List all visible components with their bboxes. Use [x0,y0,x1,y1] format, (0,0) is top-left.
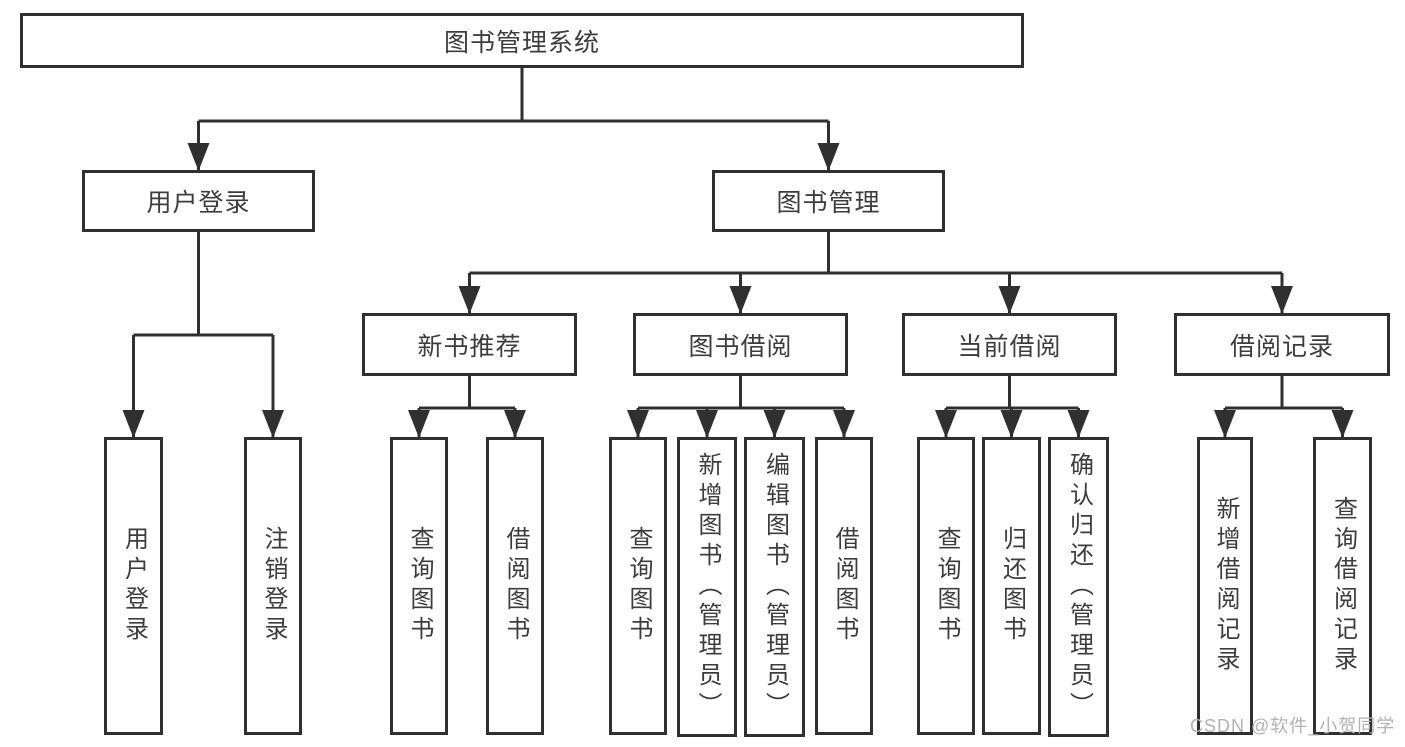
node-label: 新增借阅记录 [1212,496,1239,676]
node-label: 确认归还（管理员） [1065,452,1093,722]
node-label: 用户登录 [120,526,148,646]
leaf-newbook-query-books: 查询图书 [390,437,448,735]
node-label: 新书推荐 [417,332,522,361]
node-label: 查询图书 [933,526,960,646]
leaf-user-login: 用户登录 [104,437,163,735]
node-label: 图书借阅 [688,332,793,361]
node-label: 用户登录 [146,189,251,217]
leaf-current-confirm-return-admin: 确认归还（管理员） [1048,437,1109,737]
node-label: 图书管理 [776,189,881,217]
node-label: 查询图书 [625,526,652,646]
node-label: 借阅图书 [502,526,529,646]
node-label: 新增图书（管理员） [694,452,721,722]
node-label: 编辑图书（管理员） [761,452,789,722]
node-label: 查询借阅记录 [1329,496,1357,676]
node-user-login: 用户登录 [82,170,315,232]
node-label: 当前借阅 [957,332,1062,361]
node-current-borrow: 当前借阅 [902,313,1117,376]
node-borrow-records: 借阅记录 [1174,313,1390,376]
node-label: 借阅记录 [1229,332,1334,361]
leaf-current-query-books: 查询图书 [917,437,975,735]
leaf-borrow-edit-books-admin: 编辑图书（管理员） [744,437,805,737]
leaf-records-query-record: 查询借阅记录 [1313,437,1372,735]
leaf-borrow-query-books: 查询图书 [609,437,667,735]
leaf-borrow-borrow-books: 借阅图书 [815,437,873,735]
node-label: 图书管理系统 [443,28,600,57]
node-new-book-recommend: 新书推荐 [362,313,577,376]
node-label: 归还图书 [998,526,1026,646]
node-book-borrow: 图书借阅 [633,313,848,376]
node-book-management: 图书管理 [712,170,945,232]
watermark: CSDN @软件_小贺同学 [1190,716,1396,736]
leaf-newbook-borrow-books: 借阅图书 [486,437,544,735]
leaf-records-add-record: 新增借阅记录 [1197,437,1253,735]
node-label: 查询图书 [406,526,433,646]
leaf-current-return-books: 归还图书 [982,437,1041,735]
leaf-logout: 注销登录 [244,437,302,735]
node-label: 借阅图书 [831,526,858,646]
leaf-borrow-add-books-admin: 新增图书（管理员） [677,437,737,737]
node-library-management-system: 图书管理系统 [20,13,1024,68]
node-label: 注销登录 [260,526,287,646]
